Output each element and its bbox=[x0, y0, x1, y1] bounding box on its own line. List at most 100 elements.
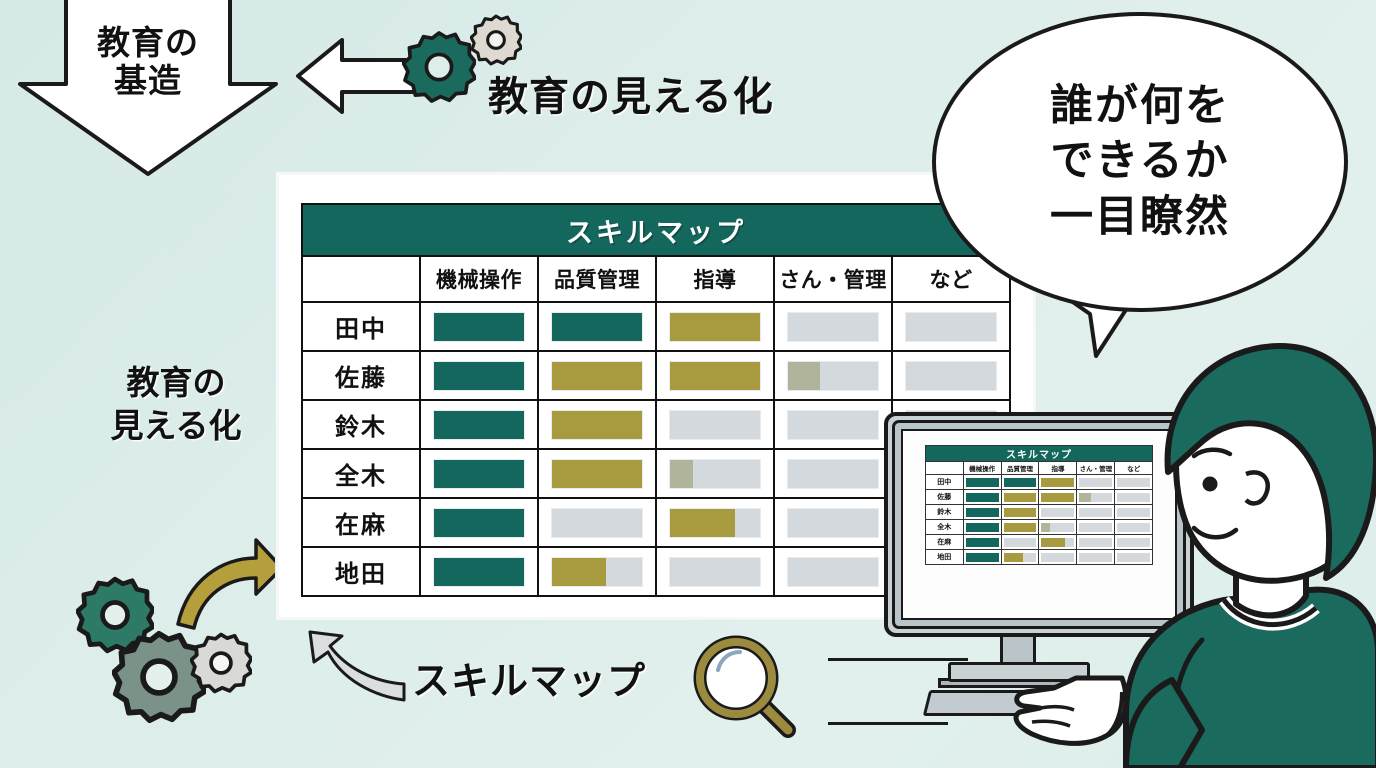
skill-level-bar bbox=[433, 458, 525, 489]
skill-level-fill bbox=[552, 557, 606, 586]
arrow-down-icon: 教育の 基造 bbox=[14, 0, 282, 178]
skill-level-bar bbox=[433, 556, 525, 587]
mid-label-line2: 見える化 bbox=[110, 406, 242, 444]
column-header-3: さん・管理 bbox=[773, 255, 893, 303]
top-annotation-label: 教育の見える化 bbox=[488, 75, 774, 119]
mid-label-line1: 教育の bbox=[126, 364, 226, 401]
desk-line bbox=[828, 722, 948, 725]
monitor-corner-cell bbox=[924, 461, 964, 475]
monitor-skill-cell bbox=[1076, 489, 1116, 505]
skill-cell bbox=[537, 448, 657, 499]
skill-level-bar bbox=[669, 556, 761, 587]
speech-bubble-text: 誰が何を できるか 一目瞭然 bbox=[1050, 79, 1230, 244]
monitor-row-name-cell: 鈴木 bbox=[924, 504, 964, 520]
skill-cell bbox=[419, 497, 539, 548]
monitor-skill-cell bbox=[1000, 489, 1040, 505]
monitor-row-name-cell: 全木 bbox=[924, 519, 964, 535]
skill-cell bbox=[655, 497, 775, 548]
skill-level-bar bbox=[965, 552, 999, 562]
column-header-0: 機械操作 bbox=[419, 255, 539, 303]
table-row: 在麻 bbox=[301, 497, 1011, 548]
skill-cell bbox=[419, 399, 539, 450]
skill-level-bar bbox=[1041, 522, 1075, 532]
curved-arrow-up-left-icon bbox=[300, 630, 408, 708]
skill-cell bbox=[419, 546, 539, 597]
skill-cell bbox=[537, 301, 657, 352]
skill-level-fill bbox=[434, 508, 524, 537]
skill-level-bar bbox=[551, 360, 643, 391]
skill-cell bbox=[419, 350, 539, 401]
monitor-title-row: スキルマップ bbox=[924, 445, 1154, 462]
monitor-skill-cell bbox=[1038, 474, 1078, 490]
skill-cell bbox=[773, 399, 893, 450]
monitor-skill-cell bbox=[1076, 534, 1116, 550]
down-arrow-label: 教育の 基造 bbox=[14, 24, 282, 101]
skill-level-bar bbox=[669, 409, 761, 440]
monitor-table-title: スキルマップ bbox=[924, 445, 1154, 462]
skill-level-fill bbox=[552, 361, 642, 390]
skill-level-bar bbox=[1041, 492, 1075, 502]
skill-level-bar bbox=[1041, 552, 1075, 562]
skill-level-bar bbox=[965, 537, 999, 547]
skill-level-bar bbox=[787, 458, 879, 489]
skill-level-fill bbox=[552, 312, 642, 341]
skill-level-bar bbox=[1041, 537, 1075, 547]
monitor-column-header-2: 指導 bbox=[1038, 461, 1078, 475]
monitor-skill-cell bbox=[1038, 504, 1078, 520]
skill-level-bar bbox=[965, 492, 999, 502]
skill-cell bbox=[655, 399, 775, 450]
table-row: 鈴木 bbox=[301, 399, 1011, 450]
monitor-table-row: 鈴木 bbox=[924, 504, 1154, 520]
skill-cell bbox=[655, 448, 775, 499]
skill-level-bar bbox=[787, 409, 879, 440]
skill-level-bar bbox=[1117, 477, 1151, 487]
skill-level-bar bbox=[551, 556, 643, 587]
monitor-skill-cell bbox=[962, 474, 1002, 490]
gear-icon bbox=[401, 30, 478, 104]
skill-cell bbox=[419, 448, 539, 499]
row-name-cell: 佐藤 bbox=[301, 350, 421, 401]
skill-level-fill bbox=[1003, 507, 1037, 517]
monitor-table-row: 田中 bbox=[924, 474, 1154, 490]
skill-level-fill bbox=[1041, 537, 1066, 547]
skill-level-bar bbox=[905, 311, 997, 342]
gear-icon bbox=[111, 630, 208, 724]
skill-level-bar bbox=[1003, 552, 1037, 562]
monitor-skill-cell bbox=[1114, 504, 1154, 520]
monitor-skill-cell bbox=[962, 504, 1002, 520]
monitor-column-header-0: 機械操作 bbox=[962, 461, 1002, 475]
skill-map-header-row: 機械操作 品質管理 指導 さん・管理 など bbox=[301, 255, 1011, 303]
column-header-2: 指導 bbox=[655, 255, 775, 303]
skill-level-bar bbox=[1041, 507, 1075, 517]
skill-level-fill bbox=[1041, 492, 1075, 502]
skill-level-fill bbox=[965, 477, 999, 487]
monitor-table-row: 在麻 bbox=[924, 534, 1154, 550]
gear-icon bbox=[469, 14, 524, 66]
skill-level-bar bbox=[1003, 477, 1037, 487]
skill-cell bbox=[537, 350, 657, 401]
skill-map-title: スキルマップ bbox=[301, 203, 1011, 257]
skill-level-fill bbox=[965, 552, 999, 562]
monitor-skill-cell bbox=[1000, 534, 1040, 550]
skill-level-bar bbox=[551, 507, 643, 538]
skill-level-bar bbox=[1079, 507, 1113, 517]
monitor-base bbox=[948, 662, 1090, 682]
skill-level-bar bbox=[1079, 492, 1113, 502]
skill-level-bar bbox=[965, 507, 999, 517]
monitor-skill-cell bbox=[962, 534, 1002, 550]
skill-level-bar bbox=[1003, 537, 1037, 547]
monitor-row-name-cell: 佐藤 bbox=[924, 489, 964, 505]
skill-level-fill bbox=[434, 361, 524, 390]
monitor-skill-cell bbox=[1076, 549, 1116, 565]
skill-level-bar bbox=[787, 507, 879, 538]
monitor-skill-cell bbox=[1076, 474, 1116, 490]
skill-level-bar bbox=[433, 360, 525, 391]
monitor-table-body: 田中佐藤鈴木全木在麻地田 bbox=[924, 474, 1154, 565]
skill-level-bar bbox=[551, 458, 643, 489]
skill-map-table: スキルマップ 機械操作 品質管理 指導 さん・管理 など 田中佐藤鈴木全木在麻地… bbox=[301, 203, 1011, 597]
skill-level-fill bbox=[1003, 522, 1037, 532]
skill-level-fill bbox=[1003, 477, 1037, 487]
monitor-skill-cell bbox=[1000, 474, 1040, 490]
table-row: 田中 bbox=[301, 301, 1011, 352]
monitor-row-name-cell: 在麻 bbox=[924, 534, 964, 550]
